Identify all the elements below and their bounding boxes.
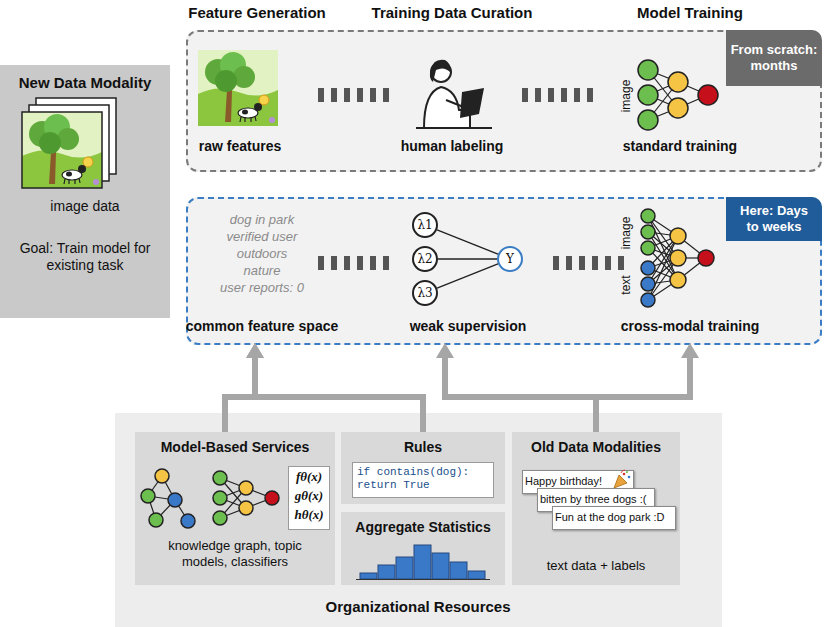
- stage: raw features: [193, 38, 293, 166]
- labeling-function: λ3: [412, 280, 438, 306]
- stage-label: standard training: [610, 138, 750, 155]
- node-symbol: λ1: [413, 217, 437, 233]
- stage-label: human labeling: [392, 138, 512, 155]
- modality-panel: New Data Modality image dataGoal: Train m…: [0, 65, 170, 318]
- proposed-pipeline: dog in parkverified useroutdoorsnatureus…: [186, 197, 822, 345]
- body-text: image data: [5, 198, 165, 215]
- feature-text: nature: [192, 263, 332, 279]
- function-box: fθ(x) gθ(x) hθ(x): [288, 466, 330, 530]
- sample-text: Happy birthday!: [525, 474, 631, 488]
- resource-box: fθ(x) gθ(x) hθ(x) Model-Based Services knowl…: [135, 432, 335, 585]
- stage-label: weak supervision: [393, 318, 543, 335]
- resource-box: Happy birthday! bitten by three dogs :( Fu…: [512, 432, 680, 585]
- stage-label: cross-modal training: [605, 318, 775, 335]
- stage-label: Rules: [343, 439, 503, 456]
- stage: imagetextcross-modal training: [612, 204, 724, 343]
- function-name: gθ(x): [289, 488, 329, 504]
- time-badge: From scratch: months: [726, 30, 822, 86]
- function-name: hθ(x): [289, 507, 329, 523]
- stage-label: Model-Based Services: [140, 439, 330, 456]
- resource-box: Aggregate Statistics: [341, 512, 505, 585]
- feature-text: verified user: [192, 229, 332, 245]
- labeling-function: λ1: [412, 212, 438, 238]
- code-text: if contains(dog): return True: [357, 466, 489, 492]
- node-symbol: λ3: [413, 285, 437, 301]
- feature-text: user reports: 0: [192, 280, 332, 296]
- stage-label: Old Data Modalities: [514, 439, 679, 456]
- node-symbol: λ2: [413, 251, 437, 267]
- resources-panel: fθ(x) gθ(x) hθ(x) Model-Based Services knowl…: [115, 413, 722, 627]
- body-text: Goal: Train model for existing task: [10, 240, 160, 274]
- axis-label: image: [618, 71, 634, 121]
- body-text: text data + labels: [516, 558, 676, 574]
- stage: dog in parkverified useroutdoorsnatureus…: [190, 204, 335, 343]
- stage: human labeling: [395, 38, 510, 166]
- column-heading: Training Data Curation: [342, 4, 562, 22]
- label-node: Y: [497, 246, 523, 272]
- function-name: fθ(x): [289, 469, 329, 485]
- column-heading: Model Training: [605, 4, 775, 22]
- heading: New Data Modality: [5, 74, 165, 92]
- body-text: knowledge graph, topic models, classifie…: [145, 538, 325, 570]
- text-card: Fun at the dog park :D: [552, 506, 676, 530]
- axis-label: image: [618, 208, 634, 258]
- labeling-function: λ2: [412, 246, 438, 272]
- sample-text: bitten by three dogs :(: [540, 492, 652, 506]
- feature-text: dog in park: [192, 212, 332, 228]
- stage-label: raw features: [185, 138, 295, 155]
- baseline-pipeline: raw featureshuman labelingimagestandard …: [186, 30, 822, 172]
- resource-box: if contains(dog): return True Rules: [341, 432, 505, 504]
- column-heading: Feature Generation: [157, 4, 357, 22]
- stage: imagestandard training: [612, 38, 724, 166]
- stage: λ1 λ2 λ3 Yweak supervision: [385, 204, 550, 343]
- time-badge: Here: Days to weeks: [726, 197, 822, 241]
- node-symbol: Y: [498, 251, 522, 267]
- stage-label: common feature space: [182, 318, 342, 335]
- heading: Organizational Resources: [268, 598, 568, 616]
- code-box: if contains(dog): return True: [352, 462, 494, 498]
- sample-text: Fun at the dog park :D: [555, 510, 673, 524]
- axis-label: text: [618, 260, 634, 310]
- stage-label: Aggregate Statistics: [343, 519, 503, 536]
- feature-text: outdoors: [192, 246, 332, 262]
